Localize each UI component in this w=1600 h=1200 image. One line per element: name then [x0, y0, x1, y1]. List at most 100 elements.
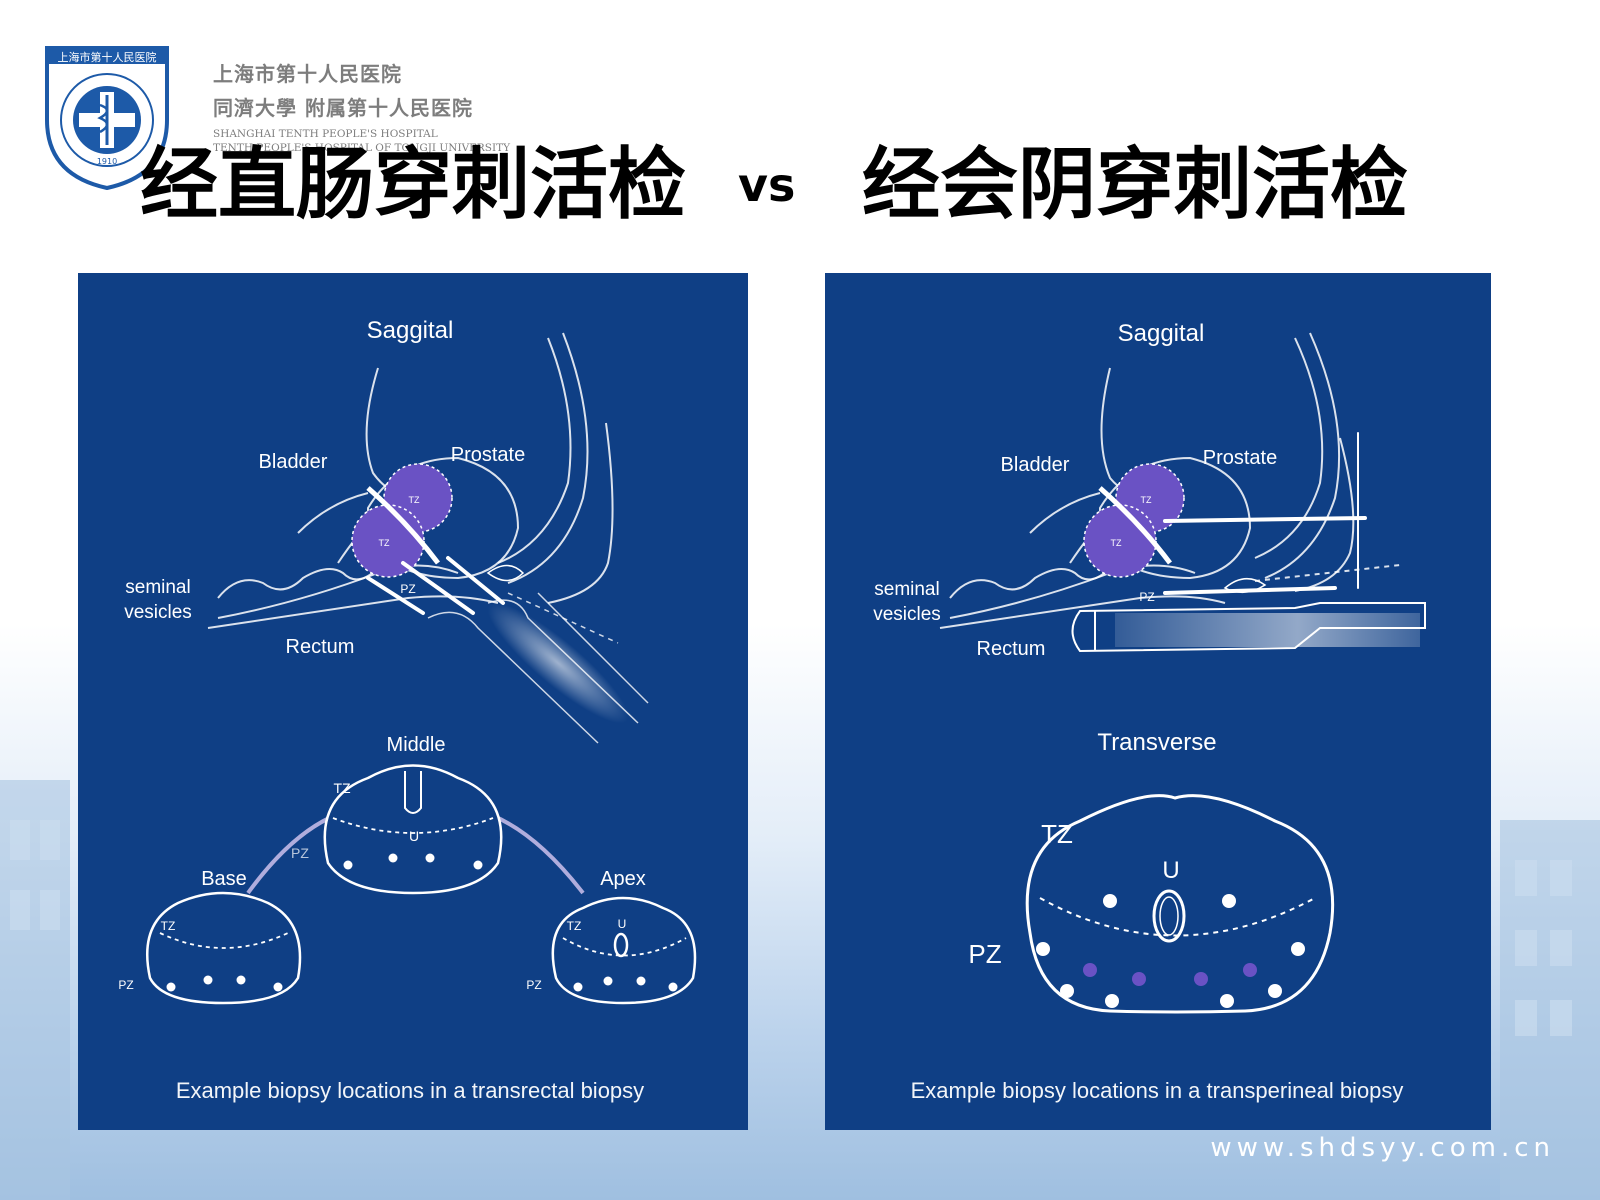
label-middle: Middle	[387, 734, 446, 756]
biopsy-dot	[1291, 942, 1305, 956]
hospital-name-en: SHANGHAI TENTH PEOPLE'S HOSPITAL TENTH P…	[213, 127, 510, 155]
biopsy-dot	[668, 982, 678, 992]
label-base: Base	[201, 868, 247, 890]
title-transrectal: 经直肠穿刺活检	[140, 140, 687, 230]
pelvic-wall-outer	[1264, 332, 1341, 579]
label-apex-tz: TZ	[567, 919, 582, 933]
biopsy-dot	[603, 976, 613, 986]
label-bladder: Bladder	[259, 451, 328, 473]
transrectal-diagram: Saggital Bladder Prostate TZ TZ PZ semin…	[118, 317, 697, 1103]
label-base-pz: PZ	[118, 978, 133, 992]
biopsy-dot	[203, 975, 213, 985]
biopsy-dot	[1105, 994, 1119, 1008]
label-tz: TZ	[1041, 819, 1073, 849]
label-pz: PZ	[1139, 590, 1154, 604]
transverse-tz-boundary	[1039, 897, 1316, 937]
label-saggital: Saggital	[367, 317, 454, 344]
label-tz-lower: TZ	[1111, 538, 1122, 548]
caption-transrectal: Example biopsy locations in a transrecta…	[176, 1078, 644, 1103]
biopsy-dot	[1220, 994, 1234, 1008]
biopsy-dot	[573, 982, 583, 992]
label-middle-u: U	[409, 828, 419, 844]
seminal-vesicle-curve	[217, 567, 379, 599]
pelvic-wall	[497, 337, 572, 564]
label-tz-upper: TZ	[1141, 495, 1152, 505]
label-vesicles: vesicles	[873, 604, 941, 625]
probe-glow	[487, 602, 629, 724]
biopsy-dot	[473, 860, 483, 870]
biopsy-dot	[636, 976, 646, 986]
biopsy-dot	[1036, 942, 1050, 956]
pelvic-wall	[1254, 337, 1324, 559]
middle-urethra	[404, 771, 422, 814]
biopsy-dot-purple	[1243, 963, 1257, 977]
label-base-tz: TZ	[161, 919, 176, 933]
website-url[interactable]: www.shdsyy.com.cn	[1210, 1133, 1555, 1163]
biopsy-dot	[1060, 984, 1074, 998]
transrectal-diagram-panel: Saggital Bladder Prostate TZ TZ PZ semin…	[78, 273, 748, 1130]
needle-1	[366, 576, 425, 615]
biopsy-dot	[273, 982, 283, 992]
apex-urethra	[613, 932, 629, 958]
label-apex-u: U	[618, 917, 627, 931]
rectum-outline-lower	[939, 595, 1226, 629]
title-vs: vs	[738, 158, 796, 212]
biopsy-dot	[1222, 894, 1236, 908]
hospital-logo: 上海市第十人民医院 1910	[45, 46, 169, 190]
label-seminal: seminal	[874, 579, 939, 600]
biopsy-dot	[236, 975, 246, 985]
hospital-name-cn: 上海市第十人民医院	[213, 62, 402, 86]
probe-glow	[1115, 613, 1420, 647]
logo-year: 1910	[97, 157, 117, 166]
biopsy-dot	[343, 860, 353, 870]
biopsy-dot	[425, 853, 435, 863]
hatched-lesion	[1223, 578, 1267, 594]
transperineal-diagram-panel: Saggital Bladder Prostate TZ TZ PZ semin…	[825, 273, 1491, 1130]
label-u: U	[1162, 857, 1179, 884]
hospital-name-en-1: SHANGHAI TENTH PEOPLE'S HOSPITAL	[213, 128, 438, 140]
label-pz: PZ	[400, 582, 415, 596]
pelvic-wall-outer	[507, 332, 589, 584]
biopsy-dot	[1268, 984, 1282, 998]
rectum-outline-upper	[217, 564, 459, 619]
middle-section-outline	[323, 764, 503, 895]
apex-section-outline	[551, 896, 697, 1005]
urethra-line	[547, 422, 614, 604]
label-middle-tz: TZ	[333, 780, 351, 796]
label-rectum: Rectum	[286, 636, 355, 658]
biopsy-dot	[166, 982, 176, 992]
biopsy-dot	[388, 853, 398, 863]
label-bladder: Bladder	[1001, 454, 1070, 476]
caption-transperineal: Example biopsy locations in a transperin…	[911, 1078, 1404, 1103]
biopsy-dot-purple	[1132, 972, 1146, 986]
rectum-outline-lower	[207, 595, 499, 629]
needle-lower	[1163, 586, 1337, 595]
transverse-section-outline	[1025, 794, 1335, 1014]
label-seminal: seminal	[125, 577, 190, 598]
rectum-outline-upper	[949, 564, 1196, 619]
label-apex: Apex	[600, 868, 646, 890]
biopsy-dot-purple	[1194, 972, 1208, 986]
needle-3	[446, 556, 505, 605]
needle-upper	[1163, 516, 1367, 523]
prostate-capsule	[1099, 456, 1252, 580]
perineum-line	[1294, 437, 1355, 592]
seminal-vesicle-curve	[949, 567, 1111, 599]
biopsy-dot	[1103, 894, 1117, 908]
label-prostate: Prostate	[1203, 447, 1277, 469]
label-prostate: Prostate	[451, 444, 525, 466]
label-apex-pz: PZ	[526, 978, 541, 992]
needle-2	[401, 561, 475, 615]
probe-outline	[427, 611, 599, 744]
label-tz-upper: TZ	[409, 495, 420, 505]
hatched-lesion	[486, 564, 525, 582]
hospital-name-block: 上海市第十人民医院 同濟大學 附属第十人民医院 SHANGHAI TENTH P…	[213, 58, 510, 155]
label-middle-pz: PZ	[291, 845, 309, 861]
label-vesicles: vesicles	[124, 602, 192, 623]
logo-top-text: 上海市第十人民医院	[58, 50, 157, 64]
label-tz-lower: TZ	[379, 538, 390, 548]
label-transverse: Transverse	[1097, 729, 1216, 756]
label-saggital: Saggital	[1118, 320, 1205, 347]
transperineal-diagram: Saggital Bladder Prostate TZ TZ PZ semin…	[873, 320, 1426, 1103]
urethra-ring	[1152, 889, 1186, 943]
